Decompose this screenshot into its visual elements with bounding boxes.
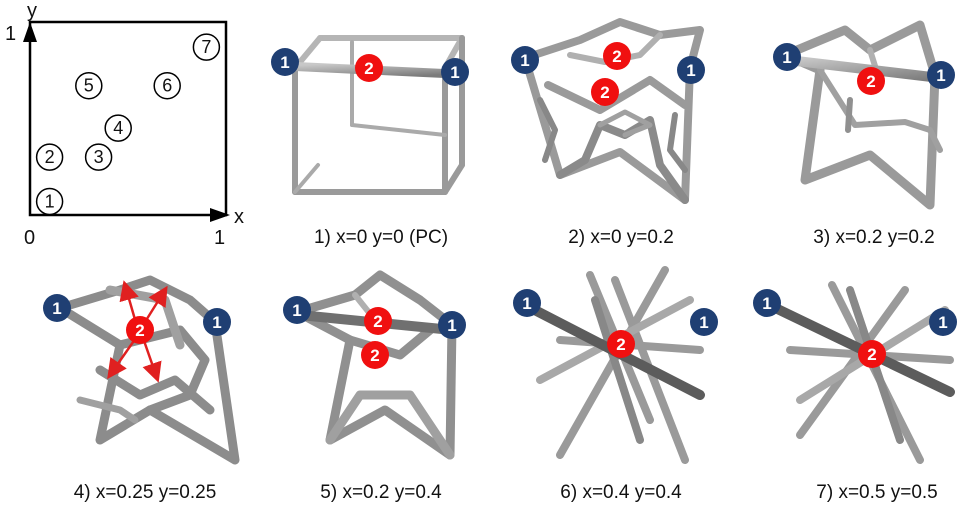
center-node-lower: 2 (361, 341, 389, 369)
sample-point-label: 7 (201, 37, 211, 57)
panel-caption-2: 2) x=0 y=0.2 (568, 227, 674, 248)
y-max-label: 1 (5, 23, 16, 45)
lattice-panel-2: 1 1 2 2 2) x=0 y=0.2 (511, 18, 705, 248)
svg-text:1: 1 (520, 51, 529, 70)
lattice-panel-1: 1 1 2 1) x=0 y=0 (PC) (271, 35, 469, 248)
center-node: 2 (858, 340, 886, 368)
corner-node-right: 1 (927, 61, 955, 89)
lattice-panel-5: 1 1 2 2 5) x=0.2 y=0.4 (283, 270, 466, 503)
lattice-panel-6: 1 1 2 6) x=0.4 y=0.4 (513, 266, 718, 503)
svg-text:2: 2 (370, 346, 379, 365)
center-node-upper: 2 (364, 307, 392, 335)
corner-node-right: 1 (203, 308, 231, 336)
sample-point-circle (84, 143, 113, 171)
panel-caption-5: 5) x=0.2 y=0.4 (320, 482, 442, 503)
y-axis-arrow-icon (23, 22, 37, 42)
corner-node-right: 1 (690, 308, 718, 336)
svg-text:2: 2 (135, 321, 144, 340)
svg-text:2: 2 (616, 335, 625, 354)
sample-point-circle (35, 187, 64, 216)
corner-node-right: 1 (438, 311, 466, 339)
sample-point-7: 7 (192, 33, 221, 61)
lattice-panel-4: 1 1 2 4) x=0.25 y=0.25 (43, 275, 240, 503)
corner-node-left: 1 (773, 43, 801, 71)
panel-caption-4: 4) x=0.25 y=0.25 (74, 482, 217, 503)
sample-point-circle (153, 71, 181, 100)
svg-text:1: 1 (280, 53, 289, 72)
corner-node-left: 1 (271, 48, 299, 76)
sample-point-label: 5 (84, 76, 94, 96)
svg-text:2: 2 (373, 312, 382, 331)
sample-point-1: 1 (35, 187, 64, 216)
corner-node-left: 1 (283, 296, 311, 324)
center-node: 2 (126, 316, 154, 344)
sample-point-2: 2 (35, 143, 64, 171)
lattice-structure-7 (760, 281, 955, 464)
corner-node-right: 1 (677, 56, 705, 84)
parameter-space-plot: y 1 x 0 1 1 2 34 5 6 7 (5, 0, 244, 249)
corner-node-left: 1 (43, 294, 71, 322)
svg-text:1: 1 (522, 294, 531, 313)
svg-text:2: 2 (364, 59, 373, 78)
sample-point-label: 2 (45, 147, 55, 167)
panel-caption-3: 3) x=0.2 y=0.2 (813, 227, 934, 248)
svg-text:2: 2 (612, 47, 621, 66)
x-axis-arrow-icon (210, 208, 230, 222)
y-axis-label: y (27, 0, 37, 22)
svg-text:1: 1 (686, 61, 695, 80)
origin-label: 0 (24, 227, 35, 249)
x-max-label: 1 (214, 227, 225, 249)
sample-point-4: 4 (104, 114, 132, 142)
corner-node-left: 1 (511, 46, 539, 74)
svg-text:1: 1 (762, 294, 771, 313)
sample-point-circle (192, 33, 221, 61)
corner-node-left: 1 (513, 289, 541, 317)
svg-text:2: 2 (867, 345, 876, 364)
corner-node-left: 1 (753, 289, 781, 317)
panel-caption-7: 7) x=0.5 y=0.5 (816, 482, 937, 503)
svg-text:1: 1 (292, 301, 301, 320)
svg-text:1: 1 (938, 313, 947, 332)
center-node: 2 (857, 67, 885, 95)
svg-text:1: 1 (936, 66, 945, 85)
lattice-structure-3 (780, 20, 945, 210)
sample-point-circle (35, 143, 64, 171)
center-node-lower: 2 (591, 78, 619, 106)
sample-points: 1 2 34 5 6 7 (35, 33, 221, 216)
lattice-structure-6 (520, 266, 705, 464)
svg-text:1: 1 (52, 299, 61, 318)
lattice-panel-3: 1 1 2 3) x=0.2 y=0.2 (773, 20, 955, 248)
center-node: 2 (355, 54, 383, 82)
svg-text:2: 2 (600, 83, 609, 102)
svg-text:1: 1 (699, 313, 708, 332)
center-node: 2 (607, 330, 635, 358)
sample-point-3: 3 (84, 143, 113, 171)
svg-text:1: 1 (212, 313, 221, 332)
lattice-structure-4 (55, 275, 240, 465)
corner-node-right: 1 (929, 308, 957, 336)
panel-caption-1: 1) x=0 y=0 (PC) (314, 227, 448, 248)
center-node-upper: 2 (603, 42, 631, 70)
svg-text:1: 1 (782, 48, 791, 67)
sample-point-label: 6 (162, 76, 172, 96)
sample-point-label: 1 (45, 191, 55, 211)
sample-point-label: 3 (94, 147, 104, 167)
svg-text:1: 1 (447, 316, 456, 335)
sample-point-label: 4 (113, 118, 123, 138)
panel-caption-6: 6) x=0.4 y=0.4 (560, 482, 682, 503)
corner-node-right: 1 (441, 58, 469, 86)
lattice-panel-7: 1 1 2 7) x=0.5 y=0.5 (753, 281, 957, 503)
sample-point-5: 5 (75, 71, 103, 100)
x-axis-label: x (234, 206, 244, 228)
sample-point-circle (104, 114, 132, 142)
sample-point-circle (75, 71, 103, 100)
sample-point-6: 6 (153, 71, 181, 100)
plot-frame (28, 20, 228, 217)
svg-text:2: 2 (866, 72, 875, 91)
svg-text:1: 1 (450, 63, 459, 82)
